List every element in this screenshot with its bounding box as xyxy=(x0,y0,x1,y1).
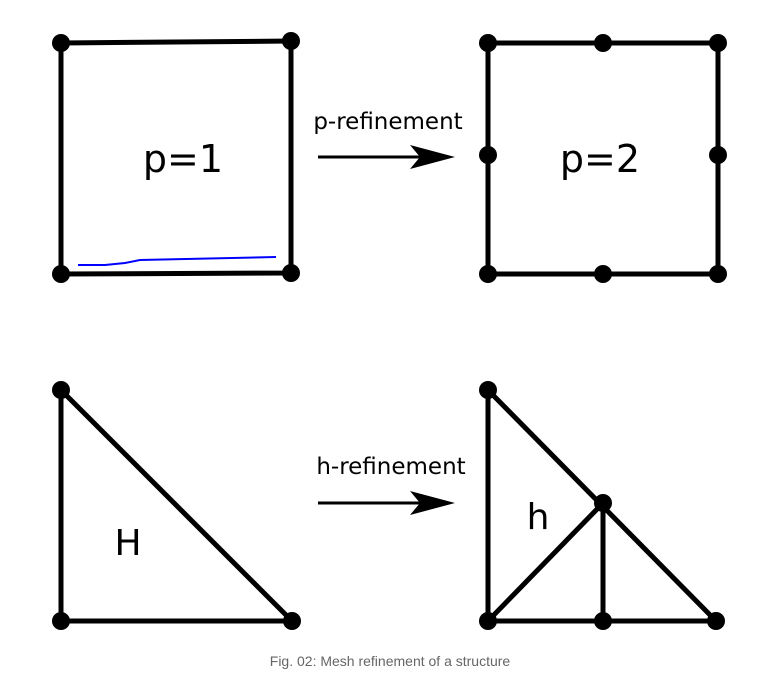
coarse-triangle-edges xyxy=(58,383,299,624)
p2-label: p=2 xyxy=(560,137,640,181)
p1-square-element: p=1 xyxy=(52,32,300,283)
node xyxy=(52,612,70,630)
inner-edge xyxy=(485,500,606,624)
node xyxy=(709,265,727,283)
node xyxy=(52,381,70,399)
coarse-triangle-element: H xyxy=(52,381,301,630)
node xyxy=(52,34,70,52)
H-label: H xyxy=(114,523,141,564)
node xyxy=(709,34,727,52)
node xyxy=(594,494,612,512)
node xyxy=(479,34,497,52)
node xyxy=(479,612,497,630)
node xyxy=(282,264,300,282)
h-label: h xyxy=(527,497,550,538)
arrowhead-icon xyxy=(410,145,455,169)
blue-pen-stroke xyxy=(78,256,277,266)
p-refinement-label: p-refinement xyxy=(313,109,462,135)
h-refinement-arrow: h-refinement xyxy=(316,454,466,515)
node xyxy=(282,32,300,50)
node xyxy=(594,612,612,630)
node xyxy=(709,146,727,164)
node xyxy=(479,146,497,164)
node xyxy=(479,265,497,283)
refined-triangle-mesh: h xyxy=(479,381,725,630)
node xyxy=(707,612,725,630)
p1-label: p=1 xyxy=(143,137,223,181)
node xyxy=(52,265,70,283)
p2-square-element: p=2 xyxy=(479,34,727,283)
node xyxy=(479,381,497,399)
node xyxy=(283,612,301,630)
figure-caption: Fig. 02: Mesh refinement of a structure xyxy=(270,653,511,669)
h-refinement-label: h-refinement xyxy=(316,454,465,480)
node xyxy=(594,34,612,52)
node xyxy=(594,265,612,283)
arrowhead-icon xyxy=(410,491,455,515)
p-refinement-arrow: p-refinement xyxy=(313,109,463,169)
